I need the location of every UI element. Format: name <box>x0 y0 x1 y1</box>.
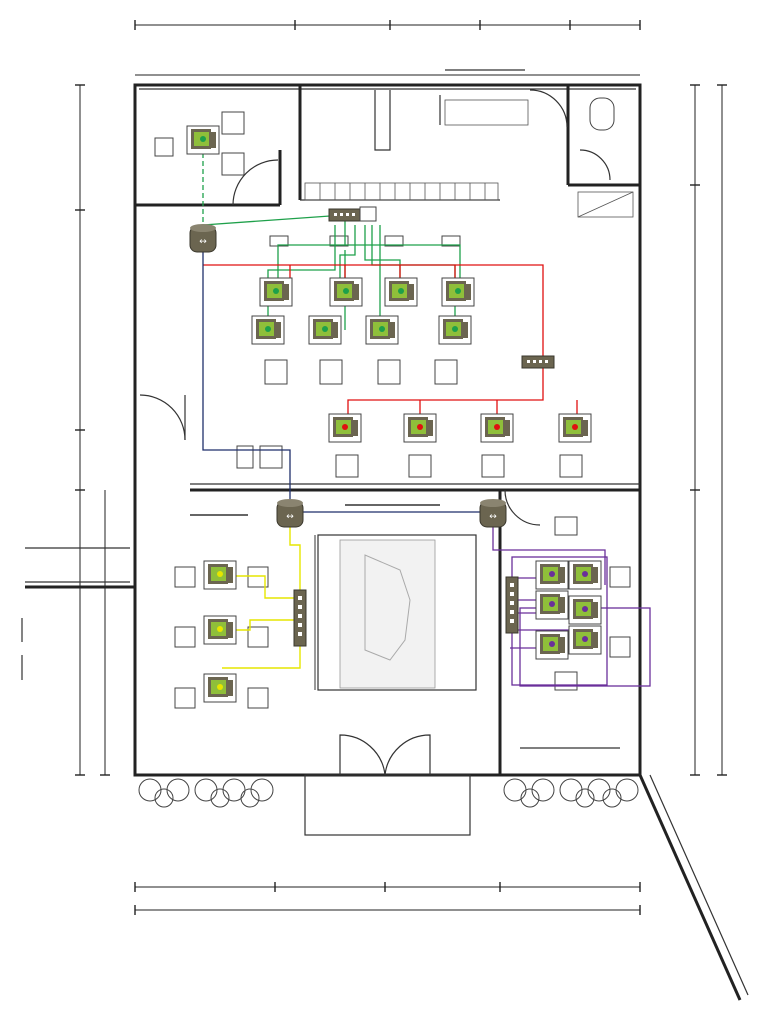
dimension-line-left <box>75 84 110 776</box>
dimension-line-right <box>690 84 727 776</box>
workstation-icon[interactable] <box>480 413 514 443</box>
shrubs <box>138 778 639 808</box>
workstation-icon[interactable] <box>203 615 237 645</box>
workstation-icon[interactable] <box>259 277 293 307</box>
router-icon[interactable]: ↔ <box>479 499 507 528</box>
svg-text:↔: ↔ <box>286 512 294 522</box>
svg-text:↔: ↔ <box>489 512 497 522</box>
router-icon[interactable]: ↔ <box>276 499 304 528</box>
workstation-icon[interactable] <box>365 315 399 345</box>
workstation-icon[interactable] <box>535 560 569 590</box>
furniture <box>154 111 631 709</box>
switch-icon[interactable] <box>328 208 362 222</box>
workstation-icon[interactable] <box>403 413 437 443</box>
dimension-line-bottom <box>134 882 641 915</box>
workstation-icon[interactable] <box>568 625 602 655</box>
switch-icon[interactable] <box>521 355 555 369</box>
workstation-icon[interactable] <box>328 413 362 443</box>
shrub-row-right <box>503 778 639 808</box>
workstation-icon[interactable] <box>438 315 472 345</box>
workstation-icon[interactable] <box>251 315 285 345</box>
router-icon[interactable]: ↔ <box>189 224 217 253</box>
shrub-row-left <box>138 778 274 808</box>
workstation-icon[interactable] <box>568 560 602 590</box>
workstation-icon[interactable] <box>384 277 418 307</box>
workstation-icon[interactable] <box>186 125 220 155</box>
switch-icon[interactable] <box>505 576 519 634</box>
workstation-icon[interactable] <box>568 595 602 625</box>
workstation-icon[interactable] <box>308 315 342 345</box>
workstation-icon[interactable] <box>535 590 569 620</box>
switch-port-icon <box>359 206 377 222</box>
workstation-icon[interactable] <box>329 277 363 307</box>
network-devices: ↔ ↔ ↔ <box>186 125 602 703</box>
dimension-lines <box>75 20 727 915</box>
switch-icon[interactable] <box>293 589 307 647</box>
walls <box>21 69 749 1001</box>
workstation-icon[interactable] <box>203 673 237 703</box>
workstation-icon[interactable] <box>558 413 592 443</box>
workstation-icon[interactable] <box>203 560 237 590</box>
workstation-icon[interactable] <box>441 277 475 307</box>
workstation-icon[interactable] <box>535 630 569 660</box>
cables-navy <box>202 240 493 515</box>
dimension-line-top <box>134 20 641 76</box>
svg-text:↔: ↔ <box>199 237 207 247</box>
presentation-table <box>314 534 477 691</box>
